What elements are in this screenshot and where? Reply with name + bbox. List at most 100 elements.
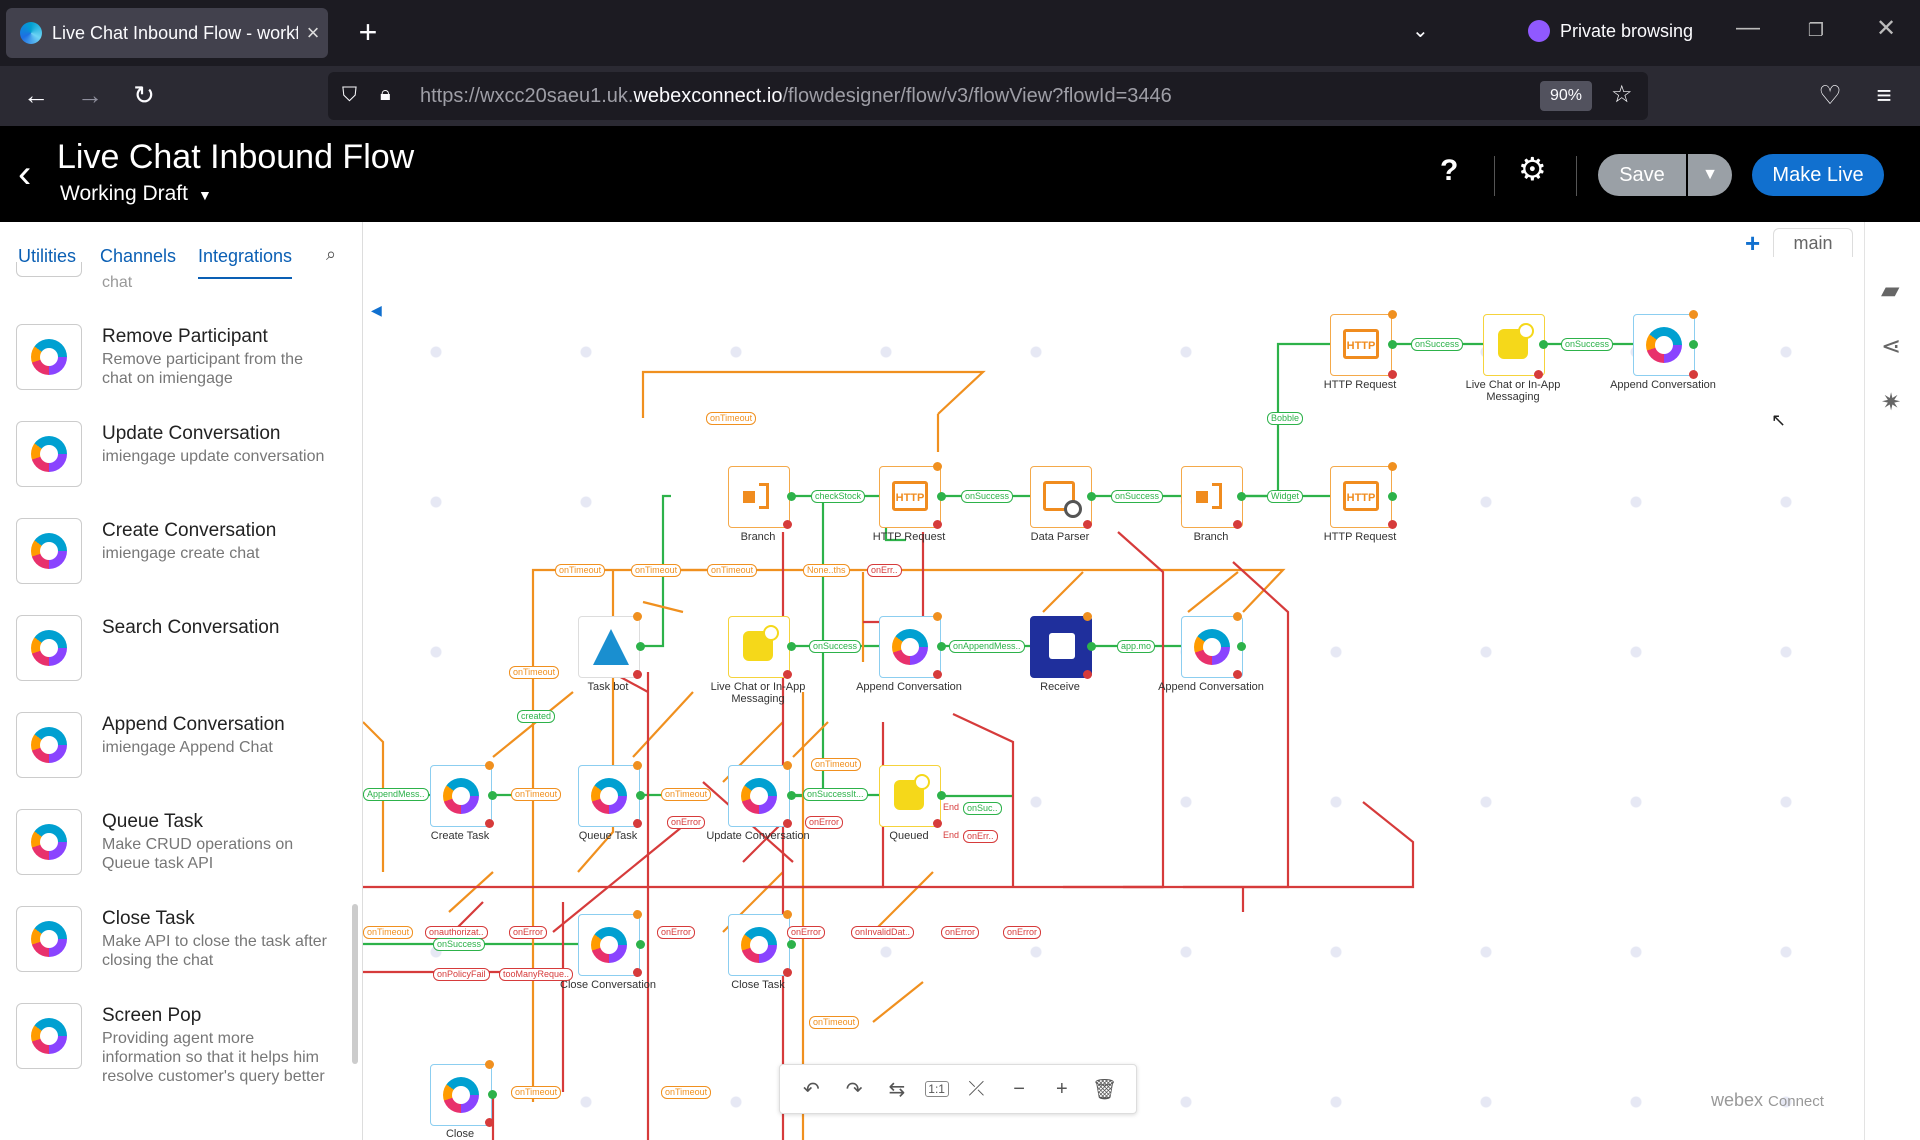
- edge-label[interactable]: AppendMess..: [363, 788, 429, 801]
- close-tab-icon[interactable]: ×: [306, 20, 320, 45]
- node-create-task[interactable]: [430, 765, 492, 827]
- node-receive[interactable]: [1030, 616, 1092, 678]
- minimize-window-icon[interactable]: —: [1736, 14, 1760, 41]
- error-port[interactable]: [633, 670, 642, 679]
- timeout-port[interactable]: [485, 1060, 494, 1069]
- error-port[interactable]: [485, 1118, 494, 1127]
- back-chevron-icon[interactable]: ‹: [18, 152, 32, 196]
- success-port[interactable]: [787, 492, 796, 501]
- success-port[interactable]: [1087, 492, 1096, 501]
- edge-label[interactable]: created: [517, 710, 556, 723]
- edge-label[interactable]: onSuccess: [809, 640, 862, 653]
- timeout-port[interactable]: [1083, 612, 1092, 621]
- error-port[interactable]: [783, 520, 792, 529]
- tab-integrations[interactable]: Integrations: [198, 246, 293, 279]
- tab-utilities[interactable]: Utilities: [18, 246, 77, 266]
- url-text[interactable]: https://wxcc20saeu1.uk.webexconnect.io/f…: [420, 85, 1172, 107]
- debug-bug-icon[interactable]: ✷: [1881, 389, 1902, 416]
- help-icon[interactable]: ?: [1440, 154, 1459, 187]
- redo-icon[interactable]: ↷: [845, 1078, 863, 1101]
- timeout-port[interactable]: [783, 910, 792, 919]
- forward-arrow-icon[interactable]: →: [77, 80, 103, 110]
- success-port[interactable]: [636, 642, 645, 651]
- node-append-conversation[interactable]: [879, 616, 941, 678]
- edge-label[interactable]: tooManyReque..: [499, 968, 574, 981]
- success-port[interactable]: [1388, 492, 1397, 501]
- edge-label[interactable]: onSuccess: [1111, 490, 1164, 503]
- error-port[interactable]: [1233, 520, 1242, 529]
- node-close-task[interactable]: [728, 914, 790, 976]
- timeout-port[interactable]: [633, 910, 642, 919]
- add-flow-tab-icon[interactable]: +: [1745, 228, 1761, 258]
- node-append-conversation[interactable]: [1181, 616, 1243, 678]
- collapse-sidebar-icon[interactable]: ◀: [371, 302, 382, 318]
- node-data-parser[interactable]: [1030, 466, 1092, 528]
- zoom-level-badge[interactable]: 90%: [1540, 81, 1592, 111]
- make-live-button[interactable]: Make Live: [1752, 154, 1884, 196]
- notes-icon[interactable]: ▰: [1881, 277, 1900, 304]
- edge-label[interactable]: onSuccess: [1411, 338, 1464, 351]
- edge-label[interactable]: onError: [667, 816, 706, 829]
- success-port[interactable]: [636, 791, 645, 800]
- error-port[interactable]: [1534, 370, 1543, 379]
- node-http-request[interactable]: HTTP: [879, 466, 941, 528]
- node-live-chat[interactable]: [728, 616, 790, 678]
- version-dropdown[interactable]: Working Draft▼: [60, 182, 212, 206]
- edge-label[interactable]: onTimeout: [661, 788, 712, 801]
- edge-label[interactable]: onTimeout: [509, 666, 560, 679]
- search-icon[interactable]: ⌕: [326, 244, 337, 264]
- edge-label[interactable]: onTimeout: [706, 412, 757, 425]
- edge-label[interactable]: onSuccess: [433, 938, 486, 951]
- error-port[interactable]: [1388, 520, 1397, 529]
- node-append-conversation[interactable]: [1633, 314, 1695, 376]
- error-port[interactable]: [783, 968, 792, 977]
- timeout-port[interactable]: [1388, 462, 1397, 471]
- edge-label[interactable]: None..ths: [803, 564, 850, 577]
- error-port[interactable]: [633, 968, 642, 977]
- node-http-request[interactable]: HTTP: [1330, 466, 1392, 528]
- edge-label[interactable]: onTimeout: [363, 926, 414, 939]
- save-options-dropdown-icon[interactable]: ▼: [1688, 154, 1732, 196]
- edge-label[interactable]: onAppendMess..: [949, 640, 1025, 653]
- error-port[interactable]: [783, 819, 792, 828]
- node-close[interactable]: [430, 1064, 492, 1126]
- settings-gear-icon[interactable]: ⚙: [1518, 151, 1547, 187]
- node-branch[interactable]: [728, 466, 790, 528]
- edge-label[interactable]: onError: [787, 926, 826, 939]
- node-http-request[interactable]: HTTP: [1330, 314, 1392, 376]
- palette-item-create-conversation[interactable]: Create Conversation imiengage create cha…: [0, 518, 350, 610]
- edge-label[interactable]: Bobble: [1267, 412, 1304, 425]
- error-port[interactable]: [783, 670, 792, 679]
- edge-label[interactable]: onSuccess: [1561, 338, 1614, 351]
- bookmark-star-icon[interactable]: ☆: [1611, 81, 1633, 108]
- error-port[interactable]: [933, 819, 942, 828]
- success-port[interactable]: [787, 791, 796, 800]
- timeout-port[interactable]: [933, 612, 942, 621]
- error-port[interactable]: [1388, 370, 1397, 379]
- node-task-bot[interactable]: [578, 616, 640, 678]
- error-port[interactable]: [933, 520, 942, 529]
- tab-channels[interactable]: Channels: [100, 246, 177, 266]
- edge-label[interactable]: onSuccessIt...: [803, 788, 868, 801]
- success-port[interactable]: [1539, 340, 1548, 349]
- timeout-port[interactable]: [633, 612, 642, 621]
- error-port[interactable]: [1083, 520, 1092, 529]
- close-window-icon[interactable]: ✕: [1875, 15, 1897, 42]
- delete-trash-icon[interactable]: 🗑: [1091, 1078, 1118, 1101]
- reload-icon[interactable]: ↻: [133, 80, 155, 110]
- edge-label[interactable]: onErr..: [963, 830, 998, 843]
- timeout-port[interactable]: [1388, 310, 1397, 319]
- edge-label[interactable]: onError: [657, 926, 696, 939]
- palette-item-update-conversation[interactable]: Update Conversation imiengage update con…: [0, 421, 350, 513]
- list-tabs-chevron-icon[interactable]: ⌄: [1412, 20, 1429, 42]
- error-port[interactable]: [1689, 370, 1698, 379]
- edge-label[interactable]: onTimeout: [707, 564, 758, 577]
- success-port[interactable]: [1237, 642, 1246, 651]
- back-arrow-icon[interactable]: ←: [23, 80, 49, 110]
- edge-label[interactable]: onError: [509, 926, 548, 939]
- share-icon[interactable]: ⋖: [1881, 333, 1902, 360]
- actual-size-icon[interactable]: 1:1: [924, 1081, 949, 1097]
- edge-label[interactable]: onInvalidDat..: [851, 926, 915, 939]
- save-button[interactable]: Save: [1598, 154, 1686, 196]
- success-port[interactable]: [787, 940, 796, 949]
